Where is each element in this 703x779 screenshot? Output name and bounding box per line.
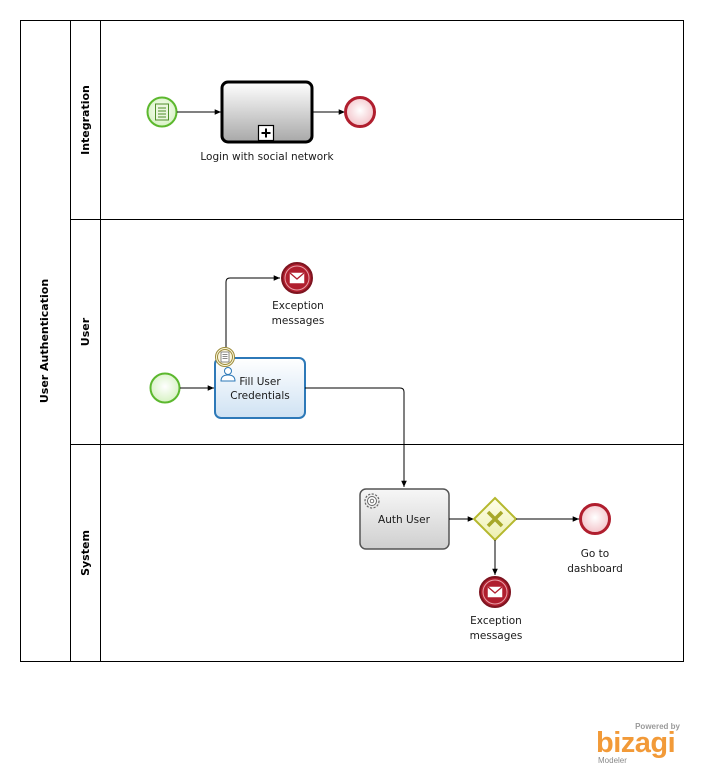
envelope-icon	[289, 272, 305, 284]
login-subprocess[interactable]	[220, 80, 314, 144]
x-mark-icon	[486, 510, 504, 528]
envelope-icon	[487, 586, 503, 598]
bizagi-logo: Powered by bizagi Modeler	[596, 722, 686, 766]
lane-label-system: System	[79, 530, 92, 576]
auth-user-label: Auth User	[378, 514, 431, 526]
fill-credentials-task[interactable]	[214, 357, 306, 419]
document-icon	[155, 103, 169, 121]
login-subprocess-label: Login with social network	[200, 151, 334, 163]
conditional-boundary-event[interactable]	[215, 347, 235, 367]
go-dashboard-end-event[interactable]	[579, 503, 611, 535]
go-dashboard-label-line1: Go to	[581, 548, 609, 560]
go-dashboard-label-line2: dashboard	[567, 563, 623, 575]
integration-end-event[interactable]	[344, 96, 376, 128]
pool-frame	[20, 20, 684, 662]
document-icon	[220, 351, 230, 363]
user-exception-label-line2: messages	[272, 315, 325, 327]
pool-title: User Authentication	[38, 279, 51, 403]
user-task-icon	[220, 367, 236, 382]
system-exception-end-event[interactable]	[479, 576, 511, 608]
flow-fill-to-auth	[305, 387, 407, 487]
system-exception-label-line2: messages	[470, 630, 523, 642]
exclusive-gateway[interactable]	[472, 496, 518, 542]
expand-plus-icon	[257, 124, 275, 142]
lane-label-integration: Integration	[79, 85, 92, 155]
lane-label-user: User	[79, 317, 92, 346]
integration-start-event[interactable]	[146, 96, 178, 128]
brand-name: bizagi	[596, 727, 676, 759]
powered-by-text: Powered by	[635, 722, 680, 731]
gear-icon	[364, 493, 380, 509]
user-exception-label-line1: Exception	[272, 300, 324, 312]
user-exception-end-event[interactable]	[281, 262, 313, 294]
fill-credentials-label-line2: Credentials	[230, 390, 290, 402]
system-exception-label-line1: Exception	[470, 615, 522, 627]
flow-boundary-to-exception	[225, 275, 280, 347]
fill-credentials-label-line1: Fill User	[239, 376, 281, 388]
user-start-event[interactable]	[149, 372, 181, 404]
brand-product: Modeler	[598, 756, 627, 765]
